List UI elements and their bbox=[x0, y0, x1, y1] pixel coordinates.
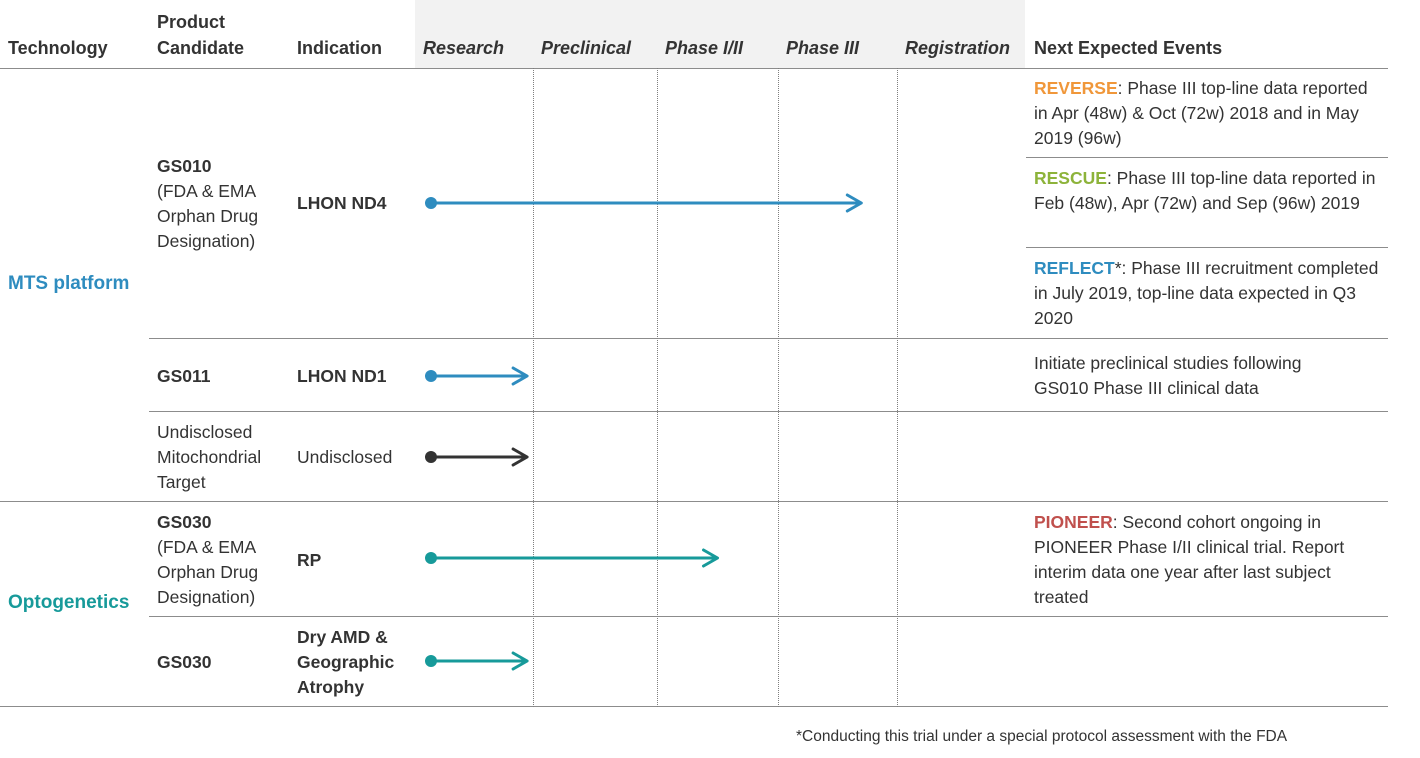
event-rescue-key: RESCUE bbox=[1034, 168, 1107, 188]
event-gs011-text: Initiate preclinical studies following G… bbox=[1034, 353, 1302, 398]
candidate-gs030-rp-name: GS030 bbox=[157, 512, 212, 532]
header-stage-preclinical: Preclinical bbox=[541, 38, 632, 58]
event-divider-1 bbox=[1026, 157, 1388, 158]
indication-lhon-nd1: LHON ND1 bbox=[297, 366, 387, 386]
indication-dry-amd-line-2: Geographic bbox=[297, 652, 395, 672]
header-stage-phase-1-2: Phase I/II bbox=[665, 38, 744, 58]
event-rescue-text: : Phase III top-line data reported in Fe… bbox=[1034, 168, 1376, 213]
stage-separator-1 bbox=[533, 68, 534, 707]
event-pioneer: PIONEER: Second cohort ongoing in PIONEE… bbox=[1034, 510, 1379, 610]
indication-dry-amd-line-1: Dry AMD & bbox=[297, 627, 388, 647]
table-bottom-rule bbox=[0, 706, 1388, 707]
candidate-gs030-amd: GS030 bbox=[157, 652, 212, 672]
header-next-events: Next Expected Events bbox=[1034, 38, 1223, 58]
technology-divider bbox=[0, 501, 1388, 502]
event-reverse-text: : Phase III top-line data reported in Ap… bbox=[1034, 78, 1368, 148]
row-divider-3 bbox=[149, 616, 1388, 617]
stage-separator-3 bbox=[778, 68, 779, 707]
header-technology: Technology bbox=[8, 38, 108, 58]
indication-lhon-nd4: LHON ND4 bbox=[297, 193, 387, 213]
event-reverse: REVERSE: Phase III top-line data reporte… bbox=[1034, 76, 1379, 151]
candidate-gs010-line-4: Designation) bbox=[157, 231, 256, 251]
indication-dry-amd-line-3: Atrophy bbox=[297, 677, 365, 697]
progress-arrow-start-4 bbox=[425, 655, 437, 667]
event-divider-2 bbox=[1026, 247, 1388, 248]
event-reflect-text: *: Phase III recruitment completed in Ju… bbox=[1034, 258, 1379, 328]
candidate-gs010-name: GS010 bbox=[157, 156, 212, 176]
row-divider-1 bbox=[149, 338, 1388, 339]
candidate-gs011: GS011 bbox=[157, 366, 211, 386]
event-reflect: REFLECT*: Phase III recruitment complete… bbox=[1034, 256, 1379, 331]
candidate-gs030-rp-line-3: Orphan Drug bbox=[157, 562, 259, 582]
progress-arrow-start-0 bbox=[425, 197, 437, 209]
event-pioneer-text: : Second cohort ongoing in PIONEER Phase… bbox=[1034, 512, 1345, 607]
header-stage-phase-3: Phase III bbox=[786, 38, 860, 58]
indication-dry-amd: Dry AMD & Geographic Atrophy bbox=[297, 625, 394, 700]
progress-arrow-start-1 bbox=[425, 370, 437, 382]
progress-arrow-head-2 bbox=[511, 447, 529, 467]
event-gs011: Initiate preclinical studies following G… bbox=[1034, 351, 1354, 401]
candidate-gs030-rp-line-4: Designation) bbox=[157, 587, 256, 607]
header-stage-research: Research bbox=[423, 38, 505, 58]
header-divider bbox=[0, 68, 1388, 69]
candidate-undisclosed: Undisclosed Mitochondrial Target bbox=[157, 420, 261, 495]
footnote: *Conducting this trial under a special p… bbox=[796, 728, 1288, 745]
technology-optogenetics: Optogenetics bbox=[8, 592, 130, 613]
progress-arrow-head-4 bbox=[511, 651, 529, 671]
progress-arrow-start-2 bbox=[425, 451, 437, 463]
progress-arrow-head-1 bbox=[511, 366, 529, 386]
header-product-candidate: Product Candidate bbox=[157, 9, 244, 61]
header-indication: Indication bbox=[297, 38, 382, 58]
header-product-candidate-line-1: Product bbox=[157, 12, 226, 32]
event-rescue: RESCUE: Phase III top-line data reported… bbox=[1034, 166, 1379, 216]
event-pioneer-key: PIONEER bbox=[1034, 512, 1113, 532]
event-reflect-key: REFLECT bbox=[1034, 258, 1115, 278]
indication-undisclosed: Undisclosed bbox=[297, 447, 393, 467]
stage-separator-2 bbox=[657, 68, 658, 707]
progress-arrow-head-3 bbox=[702, 548, 719, 568]
candidate-undisclosed-line-3: Target bbox=[157, 472, 206, 492]
header-stage-registration: Registration bbox=[905, 38, 1011, 58]
technology-mts-platform: MTS platform bbox=[8, 273, 130, 294]
candidate-gs010: GS010 (FDA & EMA Orphan Drug Designation… bbox=[157, 154, 258, 254]
candidate-gs010-line-3: Orphan Drug bbox=[157, 206, 259, 226]
candidate-gs010-line-2: (FDA & EMA bbox=[157, 181, 257, 201]
header-product-candidate-line-2: Candidate bbox=[157, 38, 245, 58]
candidate-gs030-rp-line-2: (FDA & EMA bbox=[157, 537, 257, 557]
row-divider-2 bbox=[149, 411, 1388, 412]
stage-header-background bbox=[415, 0, 1025, 68]
candidate-gs030-rp: GS030 (FDA & EMA Orphan Drug Designation… bbox=[157, 510, 258, 610]
progress-arrow-head-0 bbox=[845, 193, 863, 213]
candidate-undisclosed-line-1: Undisclosed bbox=[157, 422, 253, 442]
progress-arrow-start-3 bbox=[425, 552, 437, 564]
indication-rp: RP bbox=[297, 550, 322, 570]
candidate-undisclosed-line-2: Mitochondrial bbox=[157, 447, 262, 467]
stage-separator-4 bbox=[897, 68, 898, 707]
event-reverse-key: REVERSE bbox=[1034, 78, 1118, 98]
